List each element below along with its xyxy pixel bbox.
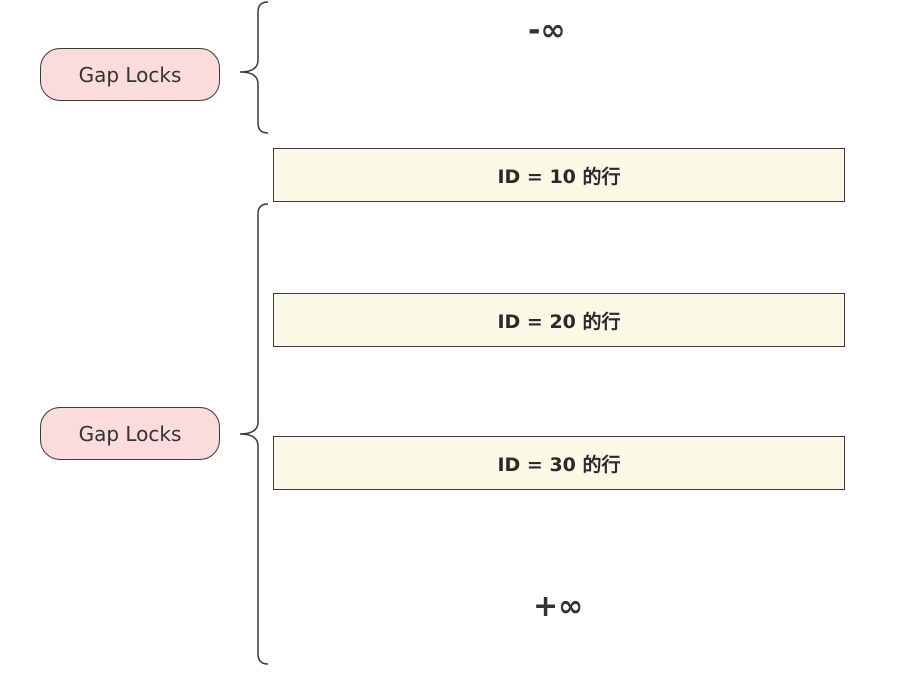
upper-brace bbox=[239, 1, 269, 134]
gap-locks-text: Gap Locks bbox=[78, 421, 182, 446]
row-label: ID = 20 的行 bbox=[497, 310, 621, 333]
row-label: ID = 30 的行 bbox=[497, 453, 621, 476]
row-id-10: ID = 10 的行 bbox=[273, 148, 845, 202]
gap-locks-label-lower: Gap Locks bbox=[40, 407, 220, 460]
positive-infinity: +∞ bbox=[533, 589, 584, 624]
row-id-30: ID = 30 的行 bbox=[273, 436, 845, 490]
gap-locks-label-upper: Gap Locks bbox=[40, 48, 220, 101]
gap-locks-text: Gap Locks bbox=[78, 62, 182, 87]
row-id-20: ID = 20 的行 bbox=[273, 293, 845, 347]
lower-brace bbox=[239, 203, 269, 665]
negative-infinity: -∞ bbox=[528, 13, 566, 48]
row-label: ID = 10 的行 bbox=[497, 165, 621, 188]
